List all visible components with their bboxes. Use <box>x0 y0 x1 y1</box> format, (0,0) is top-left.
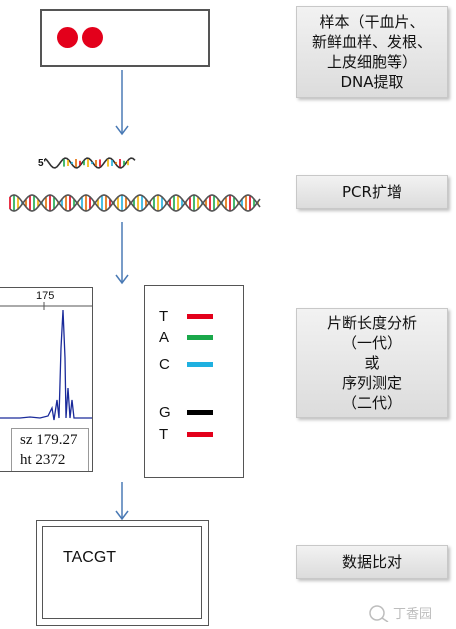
arrow-3-head <box>115 510 129 521</box>
step-length-analysis-or-sequencing: 片断长度分析 （一代） 或 序列测定 （二代） <box>296 308 448 418</box>
readout-size: sz 179.27 <box>20 432 78 448</box>
peak-readout: sz 179.27 ht 2372 <box>11 428 89 471</box>
electropherogram-trace <box>0 302 92 421</box>
step-dna-extraction: 样本（干血片、 新鲜血样、发根、 上皮细胞等） DNA提取 <box>296 6 448 98</box>
blood-spot-2 <box>82 27 103 48</box>
result-box-inner: TACGT <box>42 526 202 619</box>
legend-color-bar <box>187 410 213 415</box>
arrow-2-head <box>115 274 129 285</box>
result-box-outer: TACGT <box>36 520 209 626</box>
legend-letter: G <box>159 404 171 421</box>
watermark-text: 丁香园 <box>393 607 433 622</box>
sample-box <box>40 9 210 67</box>
legend-color-bar <box>187 362 213 367</box>
step-pcr-amplification: PCR扩增 <box>296 175 448 209</box>
legend-color-bar <box>187 314 213 319</box>
readout-height: ht 2372 <box>20 452 66 468</box>
watermark-logo-icon <box>369 604 389 622</box>
legend-letter: C <box>159 356 170 373</box>
dna-helix-illustration <box>9 157 261 212</box>
electropherogram-panel: 175 sz 179.27 ht 2372 <box>0 287 93 472</box>
watermark: 丁香园 <box>368 603 432 622</box>
legend-color-bar <box>187 335 213 340</box>
legend-color-bar <box>187 432 213 437</box>
arrow-1-head <box>115 125 129 136</box>
peak-label: 175 <box>36 290 55 302</box>
legend-letter: T <box>159 308 169 325</box>
dna-5prime-label: 5' <box>38 158 46 169</box>
legend-letter: T <box>159 426 169 443</box>
blood-spot-1 <box>57 27 78 48</box>
step-data-comparison: 数据比对 <box>296 545 448 579</box>
result-sequence: TACGT <box>63 549 117 566</box>
legend-letter: A <box>159 329 170 346</box>
